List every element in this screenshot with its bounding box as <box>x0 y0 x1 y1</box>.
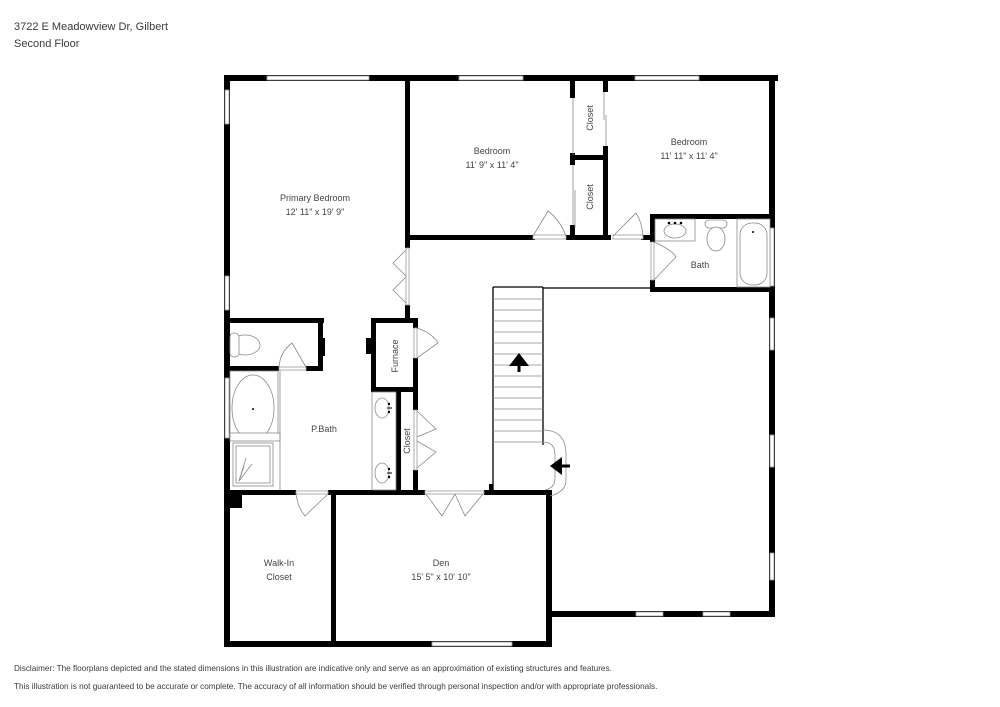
room-primary-bedroom-dims: 12' 11" x 19' 9" <box>286 207 345 217</box>
room-bedroom-1-name: Bedroom <box>474 146 511 156</box>
room-p-bath-name: P.Bath <box>311 424 337 434</box>
room-furnace-name: Furnace <box>390 339 400 372</box>
interior-walls <box>224 80 775 647</box>
stair-up-arrow-icon <box>509 353 529 366</box>
disclaimer-line-2: This illustration is not guaranteed to b… <box>14 682 658 691</box>
room-bedroom-2-name: Bedroom <box>671 137 708 147</box>
windows <box>224 75 775 647</box>
room-closet-top-name: Closet <box>585 105 595 131</box>
room-primary-bedroom-name: Primary Bedroom <box>280 193 350 203</box>
disclaimer-line-1: Disclaimer: The floorplans depicted and … <box>14 664 612 673</box>
room-closet-mid-name: Closet <box>585 184 595 210</box>
room-walk-in-closet-line1: Walk-In <box>264 558 294 568</box>
room-walk-in-closet-line2: Closet <box>266 572 292 582</box>
room-den-name: Den <box>433 558 450 568</box>
stair-left-arrow-icon <box>550 457 562 475</box>
doors <box>278 92 677 517</box>
room-den-dims: 15' 5" x 10' 10" <box>411 572 470 582</box>
room-closet-hall-name: Closet <box>402 428 412 454</box>
fixtures <box>229 218 771 491</box>
property-address: 3722 E Meadowview Dr, Gilbert <box>14 21 169 33</box>
room-bedroom-2-dims: 11' 11" x 11' 4" <box>660 151 717 161</box>
room-bath-name: Bath <box>691 260 710 270</box>
floor-label: Second Floor <box>14 38 80 50</box>
room-bedroom-1-dims: 11' 9" x 11' 4" <box>465 160 518 170</box>
staircase <box>489 286 570 497</box>
